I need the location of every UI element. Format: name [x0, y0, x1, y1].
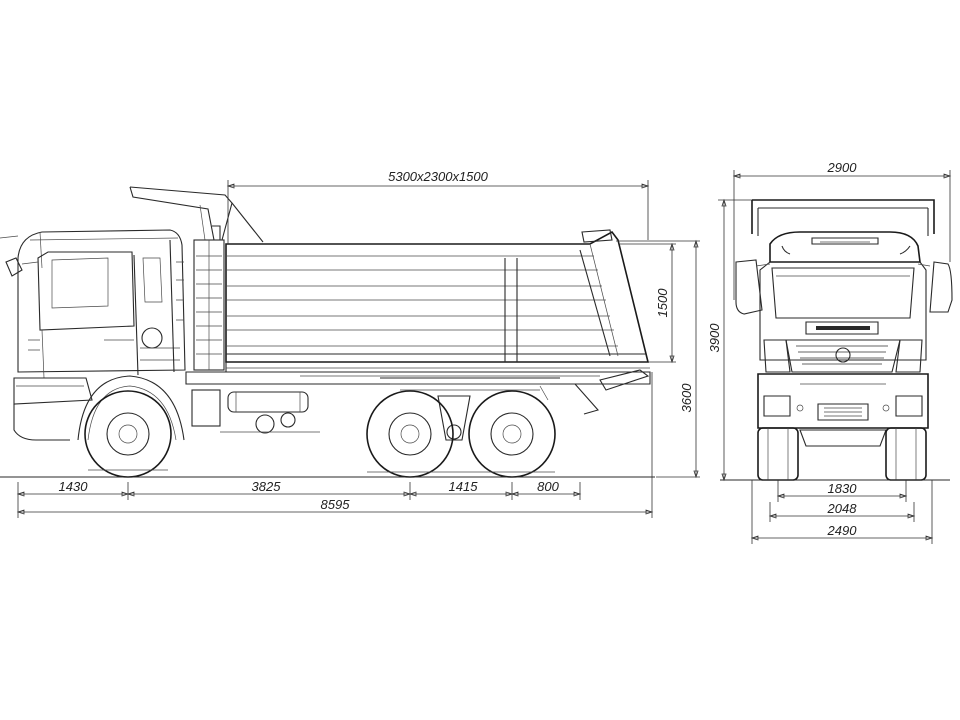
- length-total-label: 8595: [321, 497, 351, 512]
- wheelbase-front-label: 3825: [252, 479, 282, 494]
- cab-height-label: 3600: [679, 383, 694, 413]
- rear-overhang-label: 800: [537, 479, 559, 494]
- dump-body: [225, 229, 650, 373]
- chassis: [185, 369, 651, 441]
- body-size-label: 5300x2300x1500: [388, 169, 489, 184]
- hoist-ladder: [193, 225, 225, 371]
- front-cab: [735, 231, 953, 447]
- side-height-label: 1500: [655, 288, 670, 318]
- dimension-width-total: 2900: [732, 160, 952, 300]
- width-total-label: 2900: [827, 160, 858, 175]
- track-front-label: 1830: [828, 481, 858, 496]
- dimension-axles: 1430 3825 1415 800: [16, 479, 582, 518]
- front-view: 2900 3900 1830 2048 2490: [707, 160, 953, 544]
- dimension-track-front: 1830: [776, 480, 908, 502]
- front-overhang-label: 1430: [59, 479, 89, 494]
- width-body-label: 2490: [827, 523, 858, 538]
- wheelbase-rear-label: 1415: [449, 479, 479, 494]
- dimension-body-size: 5300x2300x1500: [226, 169, 650, 244]
- dimension-cab-height: 3600: [616, 239, 700, 479]
- dimension-width-body: 2490: [750, 480, 934, 544]
- dimension-height-total: 3900: [707, 198, 752, 482]
- dimension-length: 8595: [16, 372, 654, 518]
- cab: [0, 229, 186, 441]
- front-wheel: [77, 375, 185, 478]
- cab-guard: [129, 186, 264, 243]
- track-rear-label: 2048: [827, 501, 858, 516]
- height-total-label: 3900: [707, 323, 722, 353]
- dimension-side-height: 1500: [620, 242, 676, 364]
- front-tyres: [757, 427, 927, 481]
- dimension-track-rear: 2048: [768, 501, 916, 522]
- side-view: 5300x2300x1500 1500 3600 1430 3825 1415 …: [0, 169, 700, 518]
